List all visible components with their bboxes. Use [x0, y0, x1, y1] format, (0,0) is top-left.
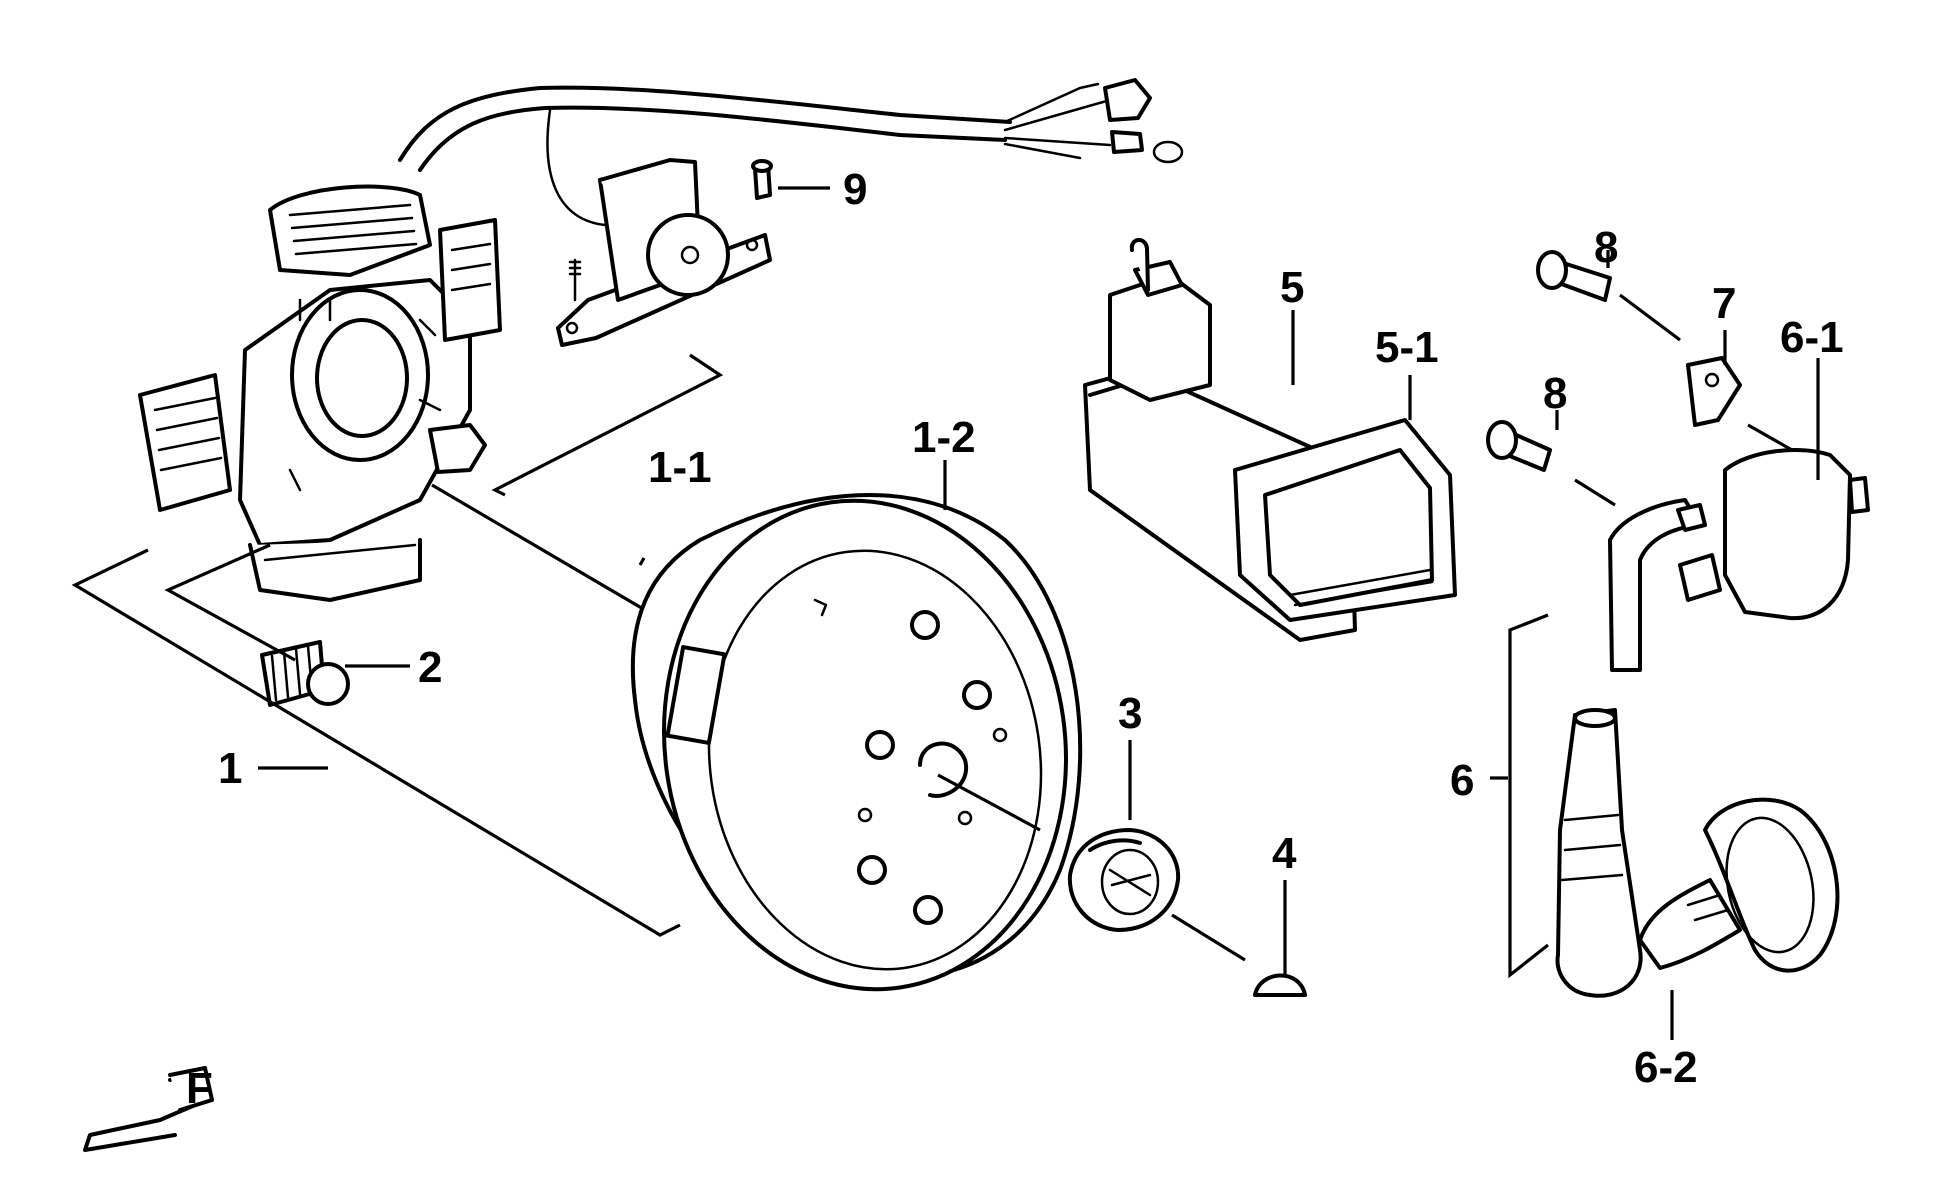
- callout-6-1: 6-1: [1780, 313, 1844, 362]
- callout-1-2: 1-2: [912, 413, 976, 462]
- callout-5-1: 5-1: [1375, 323, 1439, 372]
- callout-7: 7: [1712, 279, 1736, 328]
- wiring-harness: [398, 78, 1184, 227]
- callout-8-upper: 8: [1594, 223, 1618, 272]
- leader-lines: [258, 186, 1820, 1040]
- cdi-unit: [1083, 238, 1457, 642]
- screw-2: [260, 640, 350, 707]
- clamp-7: [1686, 356, 1742, 427]
- callout-2: 2: [418, 643, 442, 692]
- callout-6-2: 6-2: [1634, 1043, 1698, 1092]
- callout-3: 3: [1118, 689, 1142, 738]
- stator-assembly: [138, 78, 1184, 707]
- ignition-coil: [1608, 448, 1870, 672]
- callout-1: 1: [218, 744, 242, 793]
- callout-1-1: 1-1: [648, 443, 712, 492]
- group-brackets: [71, 353, 724, 937]
- front-direction-marker: F: [83, 1064, 214, 1152]
- stator-body: [138, 184, 502, 602]
- callout-9: 9: [843, 165, 867, 214]
- bolt-8-upper: [1536, 250, 1612, 302]
- spark-plug-cap: [1555, 708, 1840, 998]
- callout-labels: 9 1-1 1-2 2 1 3 4 5 5-1 8 8 7 6-1 6 6-2: [218, 165, 1844, 1092]
- direction-letter: F: [186, 1064, 213, 1113]
- pickup-coil: [556, 158, 772, 347]
- screw-9: [751, 159, 773, 200]
- callout-6: 6: [1450, 756, 1474, 805]
- flywheel: [630, 493, 1083, 992]
- callout-5: 5: [1280, 263, 1304, 312]
- woodruff-key: [1253, 973, 1307, 997]
- bolt-8-lower: [1486, 420, 1552, 472]
- callout-8-lower: 8: [1543, 369, 1567, 418]
- flywheel-nut: [1067, 828, 1181, 932]
- callout-4: 4: [1272, 829, 1297, 878]
